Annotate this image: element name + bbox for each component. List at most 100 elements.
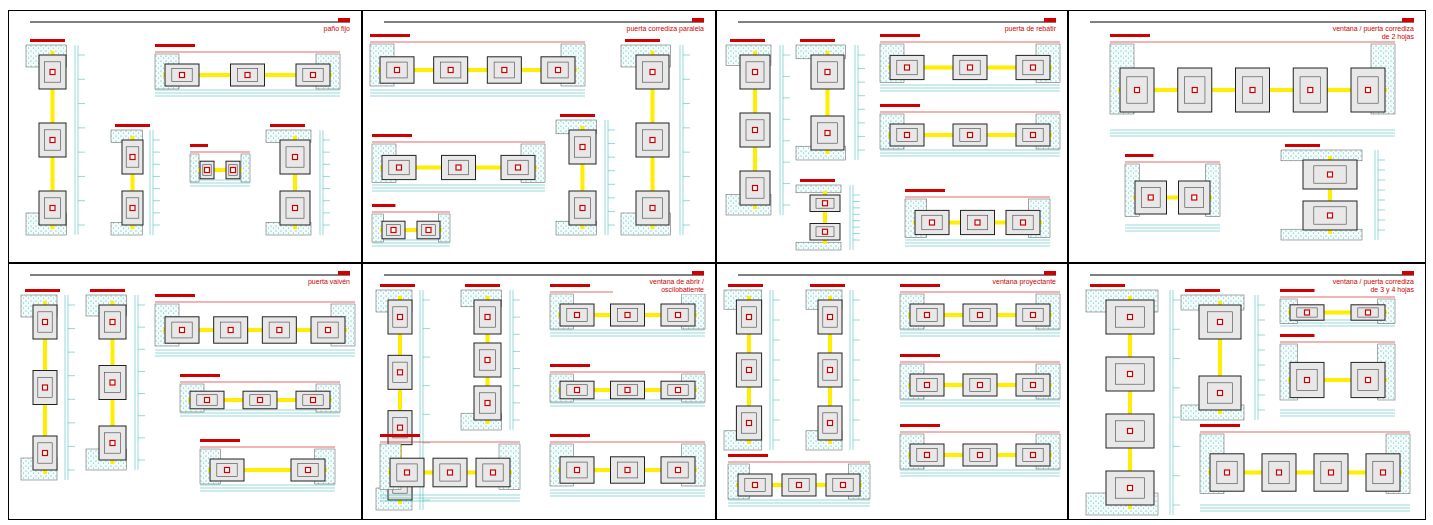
sheet-panel: ventana proyectante: [716, 263, 1068, 520]
aluminium-profile: [661, 457, 695, 483]
drawing-line: [513, 290, 514, 430]
gasket: [205, 398, 210, 403]
gasket: [978, 453, 983, 458]
drawing-line: [68, 470, 75, 471]
drawing-line: [773, 400, 780, 401]
drawing-line: [1125, 162, 1220, 163]
drawing-line: [880, 85, 1060, 86]
drawing-line: [858, 82, 865, 83]
profile-chamber: [1358, 77, 1378, 103]
label-bar: [550, 364, 590, 367]
profile-chamber: [567, 308, 587, 321]
wall-hatch: [796, 185, 841, 193]
profile-chamber: [668, 385, 688, 396]
drawing-line: [423, 442, 430, 443]
drawing-line: [905, 240, 1050, 241]
gasket: [293, 155, 298, 160]
gasket: [1218, 320, 1223, 325]
drawing-line: [1173, 290, 1174, 515]
gasket: [50, 138, 55, 143]
aluminium-profile: [474, 386, 501, 420]
drawing-line: [78, 200, 85, 201]
drawing-line: [550, 493, 705, 494]
profile-chamber: [237, 68, 257, 81]
profile-chamber: [741, 307, 756, 327]
drawing-line: [190, 186, 250, 187]
drawing-line: [880, 112, 1060, 113]
drawing-line: [323, 200, 330, 201]
drawing-line: [773, 340, 780, 341]
aluminium-profile: [810, 195, 840, 212]
profile-chamber: [1116, 307, 1145, 327]
gasket: [575, 388, 580, 393]
label-bar: [200, 439, 240, 442]
profile-chamber: [422, 225, 436, 236]
drawing-line: [423, 328, 430, 329]
profile-chamber: [1116, 478, 1145, 498]
drawing-line: [513, 402, 520, 403]
drawing-line: [68, 295, 69, 480]
gasket: [1305, 310, 1310, 315]
drawing-line: [858, 136, 865, 137]
sheet-title: ventana de abrir / oscilobatiente: [613, 278, 705, 294]
aluminium-profile: [474, 343, 501, 377]
gasket: [925, 313, 930, 318]
drawing-line: [1258, 295, 1259, 420]
drawing-line: [783, 55, 790, 56]
drawing-line: [75, 45, 76, 235]
drawing-line: [30, 22, 350, 23]
aluminium-profile: [953, 55, 987, 79]
drawing-line: [372, 191, 545, 192]
aluminium-profile: [243, 391, 277, 409]
profile-chamber: [479, 393, 495, 413]
gasket: [130, 155, 135, 160]
gasket: [1031, 65, 1036, 70]
drawing-line: [513, 368, 520, 369]
drawing-line: [323, 212, 330, 213]
gasket: [747, 368, 752, 373]
label-bar: [550, 434, 590, 437]
profile-chamber: [823, 307, 837, 327]
profile-chamber: [967, 215, 987, 230]
gasket: [1381, 470, 1386, 475]
label-bar: [180, 374, 220, 377]
drawing-line: [905, 243, 1050, 244]
title-mark: [1402, 271, 1414, 275]
aluminium-profile: [611, 381, 645, 399]
profile-chamber: [250, 395, 270, 406]
aluminium-profile: [560, 457, 594, 483]
aluminium-profile: [890, 124, 924, 146]
drawing-line: [323, 152, 330, 153]
profile-chamber: [917, 448, 937, 461]
drawing-line: [138, 295, 139, 470]
aluminium-profile: [1290, 305, 1324, 320]
sheet-panel: ventana / puerta corrediza de 3 y 4 hoja…: [1068, 263, 1426, 520]
profile-chamber: [823, 360, 837, 380]
drawing-line: [853, 220, 860, 221]
drawing-line: [423, 500, 430, 501]
gasket: [1366, 310, 1371, 315]
gasket: [580, 145, 585, 150]
drawing-line: [728, 503, 870, 504]
label-bar: [1280, 334, 1315, 337]
profile-chamber: [440, 464, 460, 481]
drawing-line: [608, 130, 615, 131]
drawing-line: [550, 330, 705, 331]
drawing-line: [150, 130, 151, 235]
drawing-line: [1375, 150, 1376, 240]
gasket: [485, 401, 490, 406]
drawing-line: [773, 380, 780, 381]
aluminium-profile: [811, 116, 844, 150]
glass: [558, 313, 697, 317]
gasket: [580, 206, 585, 211]
drawing-line: [858, 68, 865, 69]
drawing-line: [372, 185, 545, 186]
drawing-line: [513, 420, 520, 421]
drawing-line: [153, 212, 160, 213]
aluminium-profile: [476, 458, 510, 487]
drawing-line: [1110, 133, 1395, 134]
aluminium-profile: [636, 55, 669, 89]
gasket: [1250, 88, 1255, 93]
drawing-line: [853, 214, 860, 215]
gasket: [968, 65, 973, 70]
